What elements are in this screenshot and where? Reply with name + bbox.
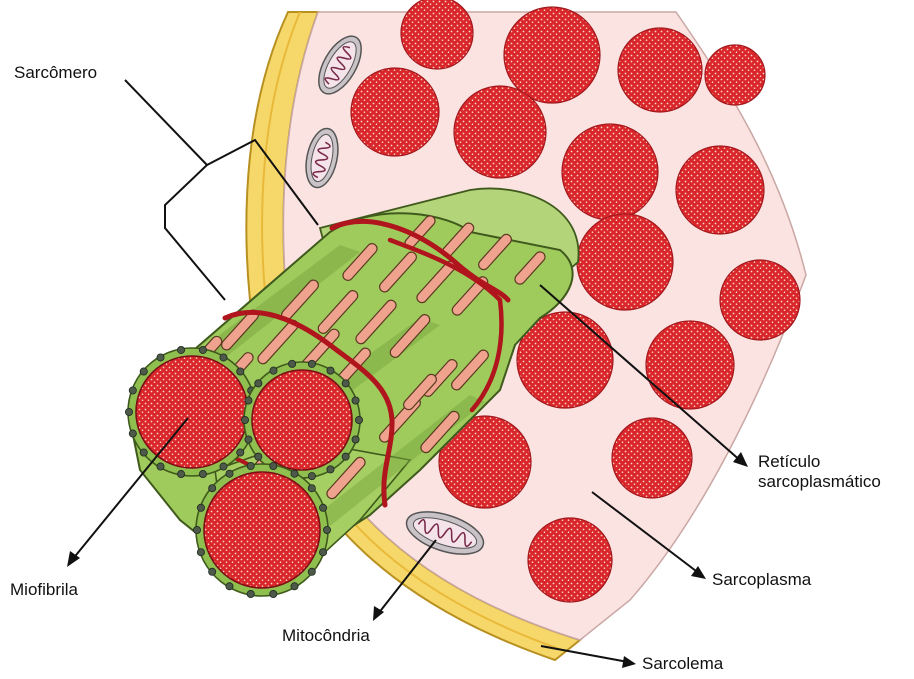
myofibril-cross-section	[504, 7, 600, 103]
label-mitocondria: Mitocôndria	[282, 626, 370, 646]
label-sarcomero: Sarcômero	[14, 63, 97, 83]
label-miofibrila: Miofibrila	[10, 580, 78, 600]
sarcomero-bracket	[125, 80, 225, 300]
myofibril-cross-section	[528, 518, 612, 602]
label-reticulo-sarcoplasmatico: Retículo sarcoplasmático	[758, 452, 881, 493]
myofibril-cross-section	[720, 260, 800, 340]
myofibril-cross-section	[562, 124, 658, 220]
myofibril-cross-section	[351, 68, 439, 156]
myofibril-cross-section	[676, 146, 764, 234]
myofibril-cross-section	[646, 321, 734, 409]
label-sarcoplasma: Sarcoplasma	[712, 570, 811, 590]
myofibril-cross-section	[612, 418, 692, 498]
myofibril-cross-section	[705, 45, 765, 105]
myofibril-cross-section	[618, 28, 702, 112]
label-sarcolema: Sarcolema	[642, 654, 723, 674]
myofibril-cross-section	[454, 86, 546, 178]
myofibril-cross-section	[401, 0, 473, 69]
myofibril-cross-section	[577, 214, 673, 310]
